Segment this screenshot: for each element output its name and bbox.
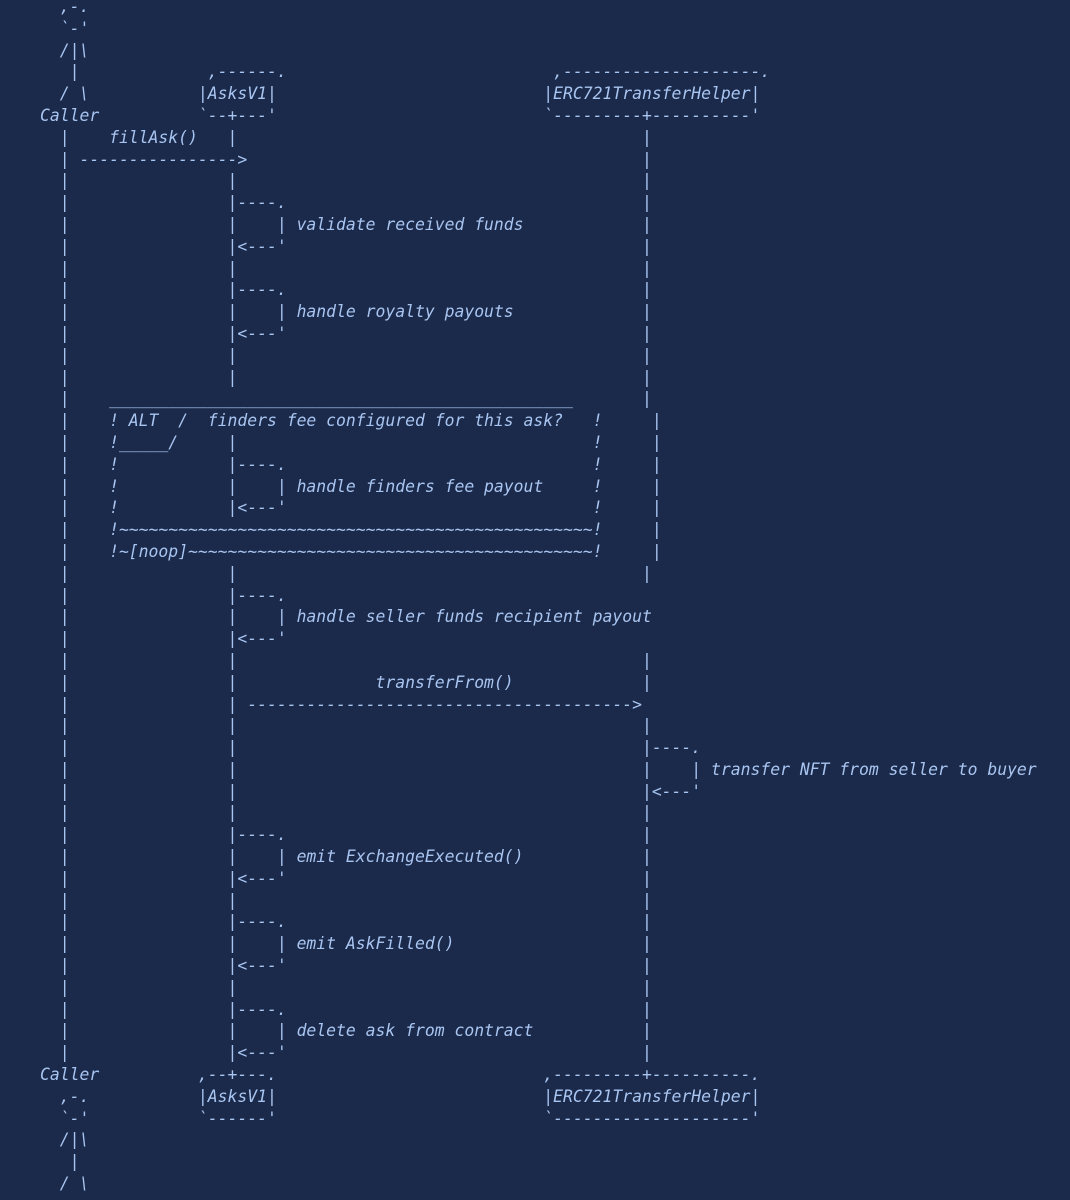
diagram-line: | | | bbox=[40, 345, 652, 365]
diagram-line: | |<---' | bbox=[40, 236, 652, 256]
diagram-line: /|\ bbox=[40, 40, 90, 60]
diagram-line: | | | bbox=[40, 171, 652, 191]
diagram-line: | |<---' | bbox=[40, 323, 652, 343]
diagram-line: | |<---' bbox=[40, 629, 287, 649]
diagram-line: | | | emit ExchangeExecuted() | bbox=[40, 847, 652, 867]
diagram-line: | |<---' | bbox=[40, 868, 652, 888]
diagram-line: | ----------------> | bbox=[40, 149, 652, 169]
diagram-line: | | | bbox=[40, 977, 652, 997]
diagram-line: | | |----. bbox=[40, 738, 702, 758]
diagram-line: | |<---' | bbox=[40, 956, 652, 976]
diagram-line: | | | bbox=[40, 650, 652, 670]
diagram-line: | |----. | bbox=[40, 912, 652, 932]
diagram-line: | | | handle royalty payouts | bbox=[40, 302, 652, 322]
diagram-line: | | ------------------------------------… bbox=[40, 694, 642, 714]
diagram-line: `-' `------' `--------------------' bbox=[40, 1108, 761, 1128]
diagram-line: / \ |AsksV1| |ERC721TransferHelper| bbox=[40, 84, 761, 104]
diagram-line: | | | handle seller funds recipient payo… bbox=[40, 607, 652, 627]
diagram-line: | |----. | bbox=[40, 999, 652, 1019]
diagram-line: | !_____/ | ! | bbox=[40, 432, 662, 452]
diagram-line: | | | bbox=[40, 563, 652, 583]
diagram-line: ,-. |AsksV1| |ERC721TransferHelper| bbox=[40, 1086, 761, 1106]
diagram-line: | | | bbox=[40, 803, 652, 823]
diagram-line: | | |<---' bbox=[40, 781, 702, 801]
diagram-line: | | | | transfer NFT from seller to buye… bbox=[40, 759, 1037, 779]
diagram-line: | ! |----. ! | bbox=[40, 454, 662, 474]
diagram-line: | ______________________________________… bbox=[40, 389, 652, 409]
diagram-line: ,-. bbox=[40, 0, 90, 16]
diagram-line: | ! ALT / finders fee configured for thi… bbox=[40, 411, 662, 431]
diagram-line: | |----. | bbox=[40, 193, 652, 213]
diagram-line: | !~[noop]~~~~~~~~~~~~~~~~~~~~~~~~~~~~~~… bbox=[40, 541, 662, 561]
diagram-line: | |<---' | bbox=[40, 1043, 652, 1063]
diagram-line: Caller `--+---' `---------+----------' bbox=[40, 105, 761, 125]
diagram-line: | | | validate received funds | bbox=[40, 214, 652, 234]
diagram-line: | |----. | bbox=[40, 280, 652, 300]
diagram-line: | | | bbox=[40, 716, 652, 736]
sequence-diagram: ,-. `-' /|\ | ,------. ,----------------… bbox=[40, 0, 1037, 1195]
diagram-line: | | transferFrom() | bbox=[40, 672, 652, 692]
diagram-line: | fillAsk() | | bbox=[40, 127, 652, 147]
diagram-line: | ! |<---' ! | bbox=[40, 498, 662, 518]
diagram-line: `-' bbox=[40, 18, 90, 38]
diagram-line: | ,------. ,--------------------. bbox=[40, 62, 771, 82]
diagram-line: | !~~~~~~~~~~~~~~~~~~~~~~~~~~~~~~~~~~~~~… bbox=[40, 520, 662, 540]
diagram-line: | |----. | bbox=[40, 825, 652, 845]
diagram-line: / \ bbox=[40, 1174, 90, 1194]
diagram-line: | bbox=[40, 1152, 80, 1172]
diagram-line: Caller ,--+---. ,---------+----------. bbox=[40, 1065, 761, 1085]
diagram-line: | | | delete ask from contract | bbox=[40, 1021, 652, 1041]
diagram-line: | | | bbox=[40, 890, 652, 910]
diagram-line: | ! | | handle finders fee payout ! | bbox=[40, 476, 662, 496]
diagram-line: /|\ bbox=[40, 1130, 90, 1150]
diagram-line: | | | bbox=[40, 258, 652, 278]
diagram-line: | | | emit AskFilled() | bbox=[40, 934, 652, 954]
diagram-line: | | | bbox=[40, 367, 652, 387]
diagram-line: | |----. bbox=[40, 585, 287, 605]
